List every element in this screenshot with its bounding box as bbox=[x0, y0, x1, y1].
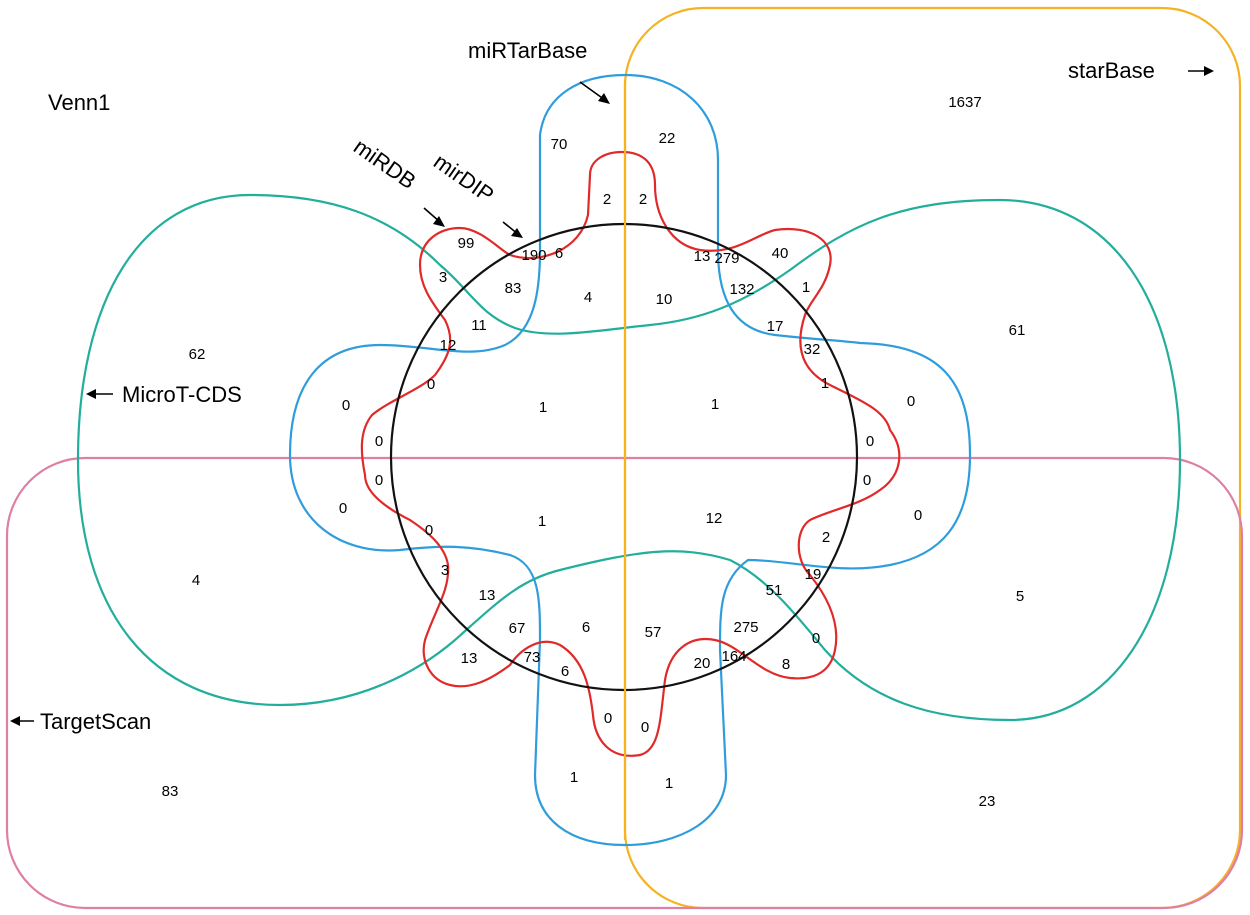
svg-text:starBase: starBase bbox=[1068, 58, 1155, 83]
region-count: 0 bbox=[604, 710, 612, 727]
region-count: 0 bbox=[866, 433, 874, 450]
region-count: 11 bbox=[471, 317, 487, 334]
region-count: 0 bbox=[339, 500, 347, 517]
region-count: 3 bbox=[439, 269, 447, 286]
region-count: 20 bbox=[694, 655, 711, 672]
region-count: 1 bbox=[570, 769, 578, 786]
microt-cds-label: MicroT-CDS bbox=[86, 382, 242, 407]
region-count: 99 bbox=[458, 235, 475, 252]
starbase-label: starBase bbox=[1068, 58, 1214, 83]
region-count: 2 bbox=[822, 529, 830, 546]
region-count: 70 bbox=[551, 136, 568, 153]
region-count: 1637 bbox=[948, 94, 981, 111]
region-count: 62 bbox=[189, 346, 206, 363]
svg-text:miRTarBase: miRTarBase bbox=[468, 38, 587, 63]
region-count: 12 bbox=[706, 510, 723, 527]
region-count: 164 bbox=[721, 648, 746, 665]
region-count: 0 bbox=[914, 507, 922, 524]
region-count: 1 bbox=[538, 513, 546, 530]
region-count: 0 bbox=[425, 522, 433, 539]
region-count: 1 bbox=[821, 375, 829, 392]
region-count: 6 bbox=[555, 245, 563, 262]
region-count: 2 bbox=[603, 191, 611, 208]
region-count: 132 bbox=[729, 281, 754, 298]
region-count: 61 bbox=[1009, 322, 1026, 339]
mirtarbase-label: miRTarBase bbox=[468, 38, 610, 104]
region-count: 279 bbox=[714, 250, 739, 267]
region-count: 17 bbox=[767, 318, 784, 335]
region-count: 6 bbox=[582, 619, 590, 636]
region-count: 0 bbox=[342, 397, 350, 414]
region-count: 67 bbox=[509, 620, 526, 637]
region-count: 0 bbox=[907, 393, 915, 410]
svg-text:mirDIP: mirDIP bbox=[429, 149, 498, 208]
region-count: 32 bbox=[804, 341, 821, 358]
region-count: 0 bbox=[863, 472, 871, 489]
region-count: 12 bbox=[440, 337, 457, 354]
region-count: 10 bbox=[656, 291, 673, 308]
region-count: 13 bbox=[694, 248, 711, 265]
region-count: 0 bbox=[427, 376, 435, 393]
svg-text:MicroT-CDS: MicroT-CDS bbox=[122, 382, 242, 407]
region-count: 1 bbox=[802, 279, 810, 296]
targetscan-label: TargetScan bbox=[10, 709, 151, 734]
region-count: 19 bbox=[805, 566, 822, 583]
region-count: 4 bbox=[192, 572, 200, 589]
region-count: 1 bbox=[539, 399, 547, 416]
region-count: 83 bbox=[162, 783, 179, 800]
region-count: 6 bbox=[561, 663, 569, 680]
region-count: 51 bbox=[766, 582, 783, 599]
region-count: 5 bbox=[1016, 588, 1024, 605]
region-count: 3 bbox=[441, 562, 449, 579]
region-count: 83 bbox=[505, 280, 522, 297]
microt-cds-outline bbox=[76, 193, 1182, 722]
region-count: 275 bbox=[733, 619, 758, 636]
svg-text:TargetScan: TargetScan bbox=[40, 709, 151, 734]
region-count: 0 bbox=[375, 433, 383, 450]
region-count: 13 bbox=[461, 650, 478, 667]
region-count: 73 bbox=[524, 649, 541, 666]
region-count: 0 bbox=[375, 472, 383, 489]
region-count: 22 bbox=[659, 130, 676, 147]
region-count: 4 bbox=[584, 289, 592, 306]
region-count: 40 bbox=[772, 245, 789, 262]
region-count: 0 bbox=[641, 719, 649, 736]
region-count: 1 bbox=[711, 396, 719, 413]
mirtarbase-outline bbox=[288, 73, 972, 847]
region-count: 23 bbox=[979, 793, 996, 810]
region-count: 8 bbox=[782, 656, 790, 673]
region-count: 0 bbox=[812, 630, 820, 647]
region-count: 57 bbox=[645, 624, 662, 641]
region-count: 190 bbox=[521, 247, 546, 264]
diagram-title: Venn1 bbox=[48, 90, 110, 115]
region-counts: 1637 62 61 4 5 83 23 70 22 2 2 99 190 6 … bbox=[162, 94, 1026, 810]
region-count: 13 bbox=[479, 587, 496, 604]
mirdb-outline bbox=[360, 150, 901, 757]
region-count: 2 bbox=[639, 191, 647, 208]
region-count: 1 bbox=[665, 775, 673, 792]
svg-text:miRDB: miRDB bbox=[349, 134, 420, 194]
